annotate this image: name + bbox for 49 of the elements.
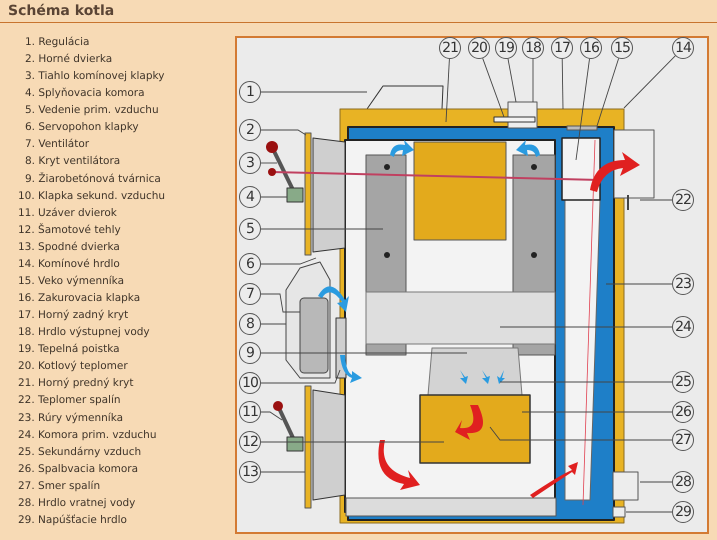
parts-list-item: 3. Tiahlo komínovej klapky bbox=[24, 70, 164, 82]
parts-list-item: 15. Veko výmenníka bbox=[18, 274, 124, 287]
parts-list-item: 22. Teplomer spalín bbox=[18, 394, 121, 406]
leader-line bbox=[260, 196, 288, 198]
parts-list-item: 12. Šamotové tehly bbox=[18, 224, 121, 236]
parts-list-item: 23. Rúry výmenníka bbox=[18, 412, 124, 424]
parts-list-item: 24. Komora prim. vzduchu bbox=[18, 428, 156, 441]
parts-list-item: 25. Sekundárny vzduch bbox=[18, 446, 142, 458]
parts-list-item: 8. Kryt ventilátora bbox=[24, 155, 120, 168]
parts-list-item: 17. Horný zadný kryt bbox=[18, 309, 128, 322]
leader-line bbox=[576, 58, 590, 160]
leader-line bbox=[260, 294, 300, 312]
page-title: Schéma kotla bbox=[8, 3, 114, 19]
parts-list-item: 27. Smer spalín bbox=[18, 480, 100, 492]
parts-list-item: 10. Klapka sekund. vzduchu bbox=[18, 190, 166, 202]
parts-list-item: 11. Uzáver dvierok bbox=[18, 206, 117, 219]
parts-list-item: 16. Zakurovacia klapka bbox=[18, 292, 140, 304]
leader-line bbox=[490, 426, 672, 440]
parts-list-item: 6. Servopohon klapky bbox=[24, 121, 139, 134]
parts-list-item: 2. Horné dvierka bbox=[24, 53, 112, 66]
parts-list-item: 18. Hrdlo výstupnej vody bbox=[18, 326, 150, 338]
leader-line bbox=[260, 130, 306, 136]
parts-list-item: 13. Spodné dvierka bbox=[18, 240, 120, 253]
leader-line bbox=[596, 58, 620, 126]
leader-line bbox=[482, 58, 504, 118]
parts-list-item: 21. Horný predný kryt bbox=[18, 377, 134, 390]
leader-line bbox=[260, 352, 468, 354]
leader-line bbox=[562, 58, 564, 110]
leader-line bbox=[260, 258, 316, 264]
parts-list-item: 5. Vedenie prim. vzduchu bbox=[24, 104, 159, 116]
leader-line bbox=[260, 162, 278, 164]
leader-line bbox=[624, 55, 676, 108]
leader-line bbox=[500, 326, 672, 328]
parts-list-item: 19. Tepelná poistka bbox=[18, 343, 120, 356]
parts-list-item: 26. Spalbvacia komora bbox=[18, 462, 138, 475]
parts-list-item: 9. Žiarobetónová tvárnica bbox=[24, 172, 161, 185]
parts-list-item: 1. Regulácia bbox=[24, 36, 90, 48]
parts-list-item: 4. Splyňovacia komora bbox=[24, 87, 145, 100]
leader-line bbox=[446, 58, 450, 122]
leader-line bbox=[532, 58, 534, 102]
parts-list-item: 28. Hrdlo vratnej vody bbox=[18, 496, 136, 509]
leader-line bbox=[508, 58, 516, 102]
parts-list-item: 14. Komínové hrdlo bbox=[18, 258, 120, 270]
leader-line bbox=[260, 370, 340, 384]
parts-list-item: 29. Napúšťacie hrdlo bbox=[18, 514, 127, 526]
leader-line bbox=[260, 228, 384, 230]
parts-list-item: 20. Kotlový teplomer bbox=[18, 360, 128, 372]
leader-line bbox=[260, 412, 282, 420]
parts-list-item: 7. Ventilátor bbox=[24, 138, 90, 150]
